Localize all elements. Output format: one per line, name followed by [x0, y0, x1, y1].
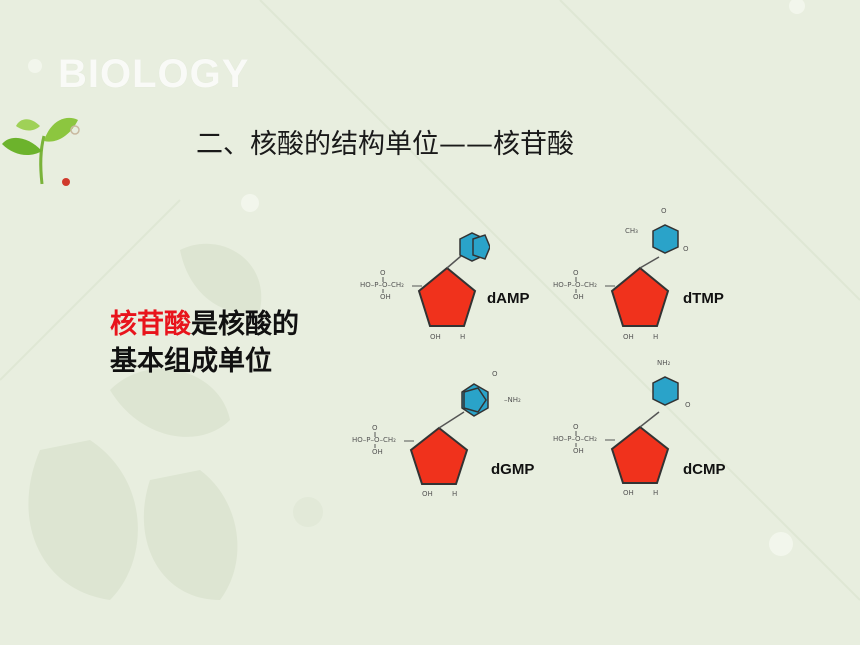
label-damp: dAMP [487, 290, 530, 307]
svg-text:O: O [685, 401, 691, 409]
molecule-damp: NH₂ OH H [360, 205, 490, 345]
svg-text:CH₃: CH₃ [625, 227, 638, 235]
dtmp-structure: CH₃ O O OH H [553, 207, 689, 341]
statement-text: 核苷酸是核酸的 基本组成单位 [110, 306, 299, 380]
pentose-ring [417, 266, 477, 327]
svg-text:H: H [452, 490, 457, 498]
bubble-decoration [28, 0, 805, 556]
dcmp-structure: NH₂ O OH H [553, 359, 691, 497]
svg-text:O: O [492, 370, 498, 378]
svg-text:NH₂: NH₂ [657, 359, 671, 367]
pentose-ring [409, 426, 469, 485]
page-title: 二、核酸的结构单位——核苷酸 [196, 129, 574, 160]
label-dgmp: dGMP [491, 461, 535, 478]
molecule-dtmp: CH₃ O O OH H [553, 205, 693, 345]
brand-watermark: BIOLOGY [58, 52, 250, 96]
svg-text:OH: OH [623, 489, 634, 497]
statement-highlight: 核苷酸 [110, 309, 191, 340]
molecule-dgmp: O –NH₂ OH H [352, 362, 522, 502]
pentose-ring [610, 425, 670, 484]
svg-text:OH: OH [430, 333, 441, 341]
molecule-dcmp: NH₂ O OH H [553, 355, 693, 500]
svg-text:H: H [460, 333, 465, 341]
svg-text:OH: OH [422, 490, 433, 498]
statement-line-1: 核苷酸是核酸的 [110, 306, 299, 343]
damp-structure: NH₂ OH H [360, 232, 490, 341]
svg-text:OH: OH [623, 333, 634, 341]
svg-text:H: H [653, 489, 658, 497]
pentose-ring [610, 266, 670, 327]
statement-rest: 是核酸的 [191, 309, 299, 340]
label-dcmp: dCMP [683, 461, 726, 478]
label-dtmp: dTMP [683, 290, 724, 307]
sprout-leaf-icon [2, 117, 80, 186]
dgmp-structure: O –NH₂ OH H [352, 370, 521, 498]
pyrimidine-base [652, 376, 679, 406]
svg-text:H: H [653, 333, 658, 341]
svg-text:–NH₂: –NH₂ [504, 396, 521, 404]
pyrimidine-base [652, 224, 679, 254]
svg-text:O: O [683, 245, 689, 253]
leaf-decoration [28, 243, 262, 600]
svg-text:O: O [661, 207, 667, 215]
statement-line-2: 基本组成单位 [110, 346, 272, 377]
